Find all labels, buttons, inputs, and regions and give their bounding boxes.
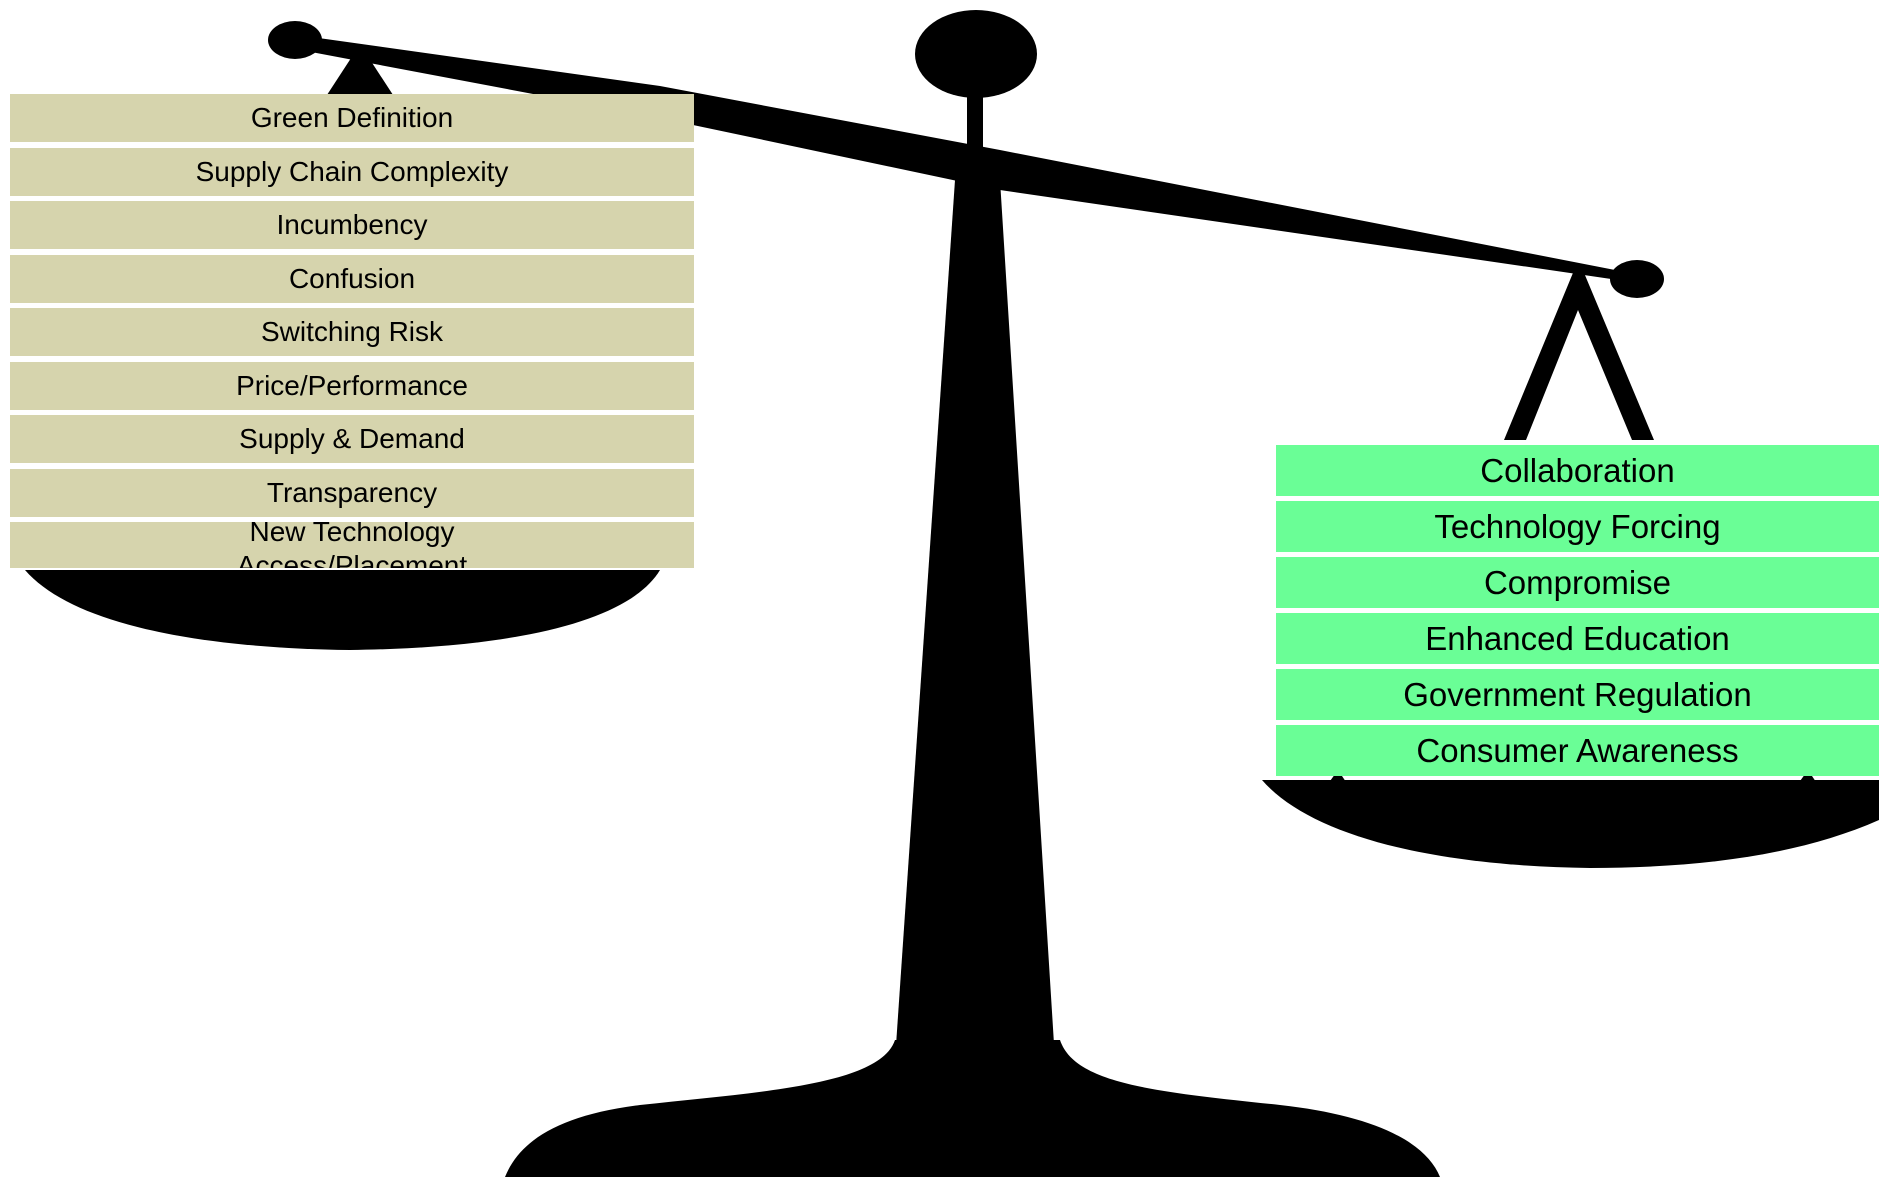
left-pan-item-label: Confusion — [288, 262, 416, 294]
right-pan-hook-right — [1795, 770, 1820, 788]
left-pan-item: Transparency — [10, 468, 694, 517]
right-pan-item: Technology Forcing — [1276, 501, 1879, 552]
left-beam-knob — [268, 21, 322, 59]
left-pan-item: Switching Risk — [10, 308, 694, 356]
left-pan — [25, 570, 660, 650]
left-pan-item: Incumbency — [10, 201, 694, 249]
right-pan-hanger — [1504, 268, 1654, 440]
left-pan-item: New Technology Access/Placement — [10, 522, 694, 568]
right-beam-knob — [1610, 260, 1664, 298]
left-pan-item-label: Price/Performance — [236, 369, 468, 401]
scale-top-knob — [915, 10, 1037, 98]
right-pan-item-label: Consumer Awareness — [1416, 731, 1739, 769]
right-pan-item: Enhanced Education — [1276, 613, 1879, 664]
left-pan-item-label: Transparency — [266, 476, 438, 508]
right-pan-item-label: Enhanced Education — [1425, 619, 1730, 657]
right-pan-item-label: Government Regulation — [1403, 675, 1752, 713]
left-pan-item-label: Supply & Demand — [239, 423, 465, 454]
right-pan-item-label: Collaboration — [1480, 451, 1675, 489]
left-pan-item: Supply Chain Complexity — [10, 147, 694, 196]
right-pan-item-label: Technology Forcing — [1434, 507, 1721, 545]
right-pan-item: Consumer Awareness — [1276, 725, 1879, 776]
left-pan-item-label: Green Definition — [250, 102, 454, 133]
left-pan-item-label: New Technology Access/Placement — [236, 522, 468, 568]
right-pan — [1262, 780, 1879, 868]
left-pan-item-label: Switching Risk — [260, 316, 444, 347]
left-pan-item: Price/Performance — [10, 361, 694, 410]
scale-pillar — [895, 180, 1055, 1060]
right-pan-item: Collaboration — [1276, 445, 1879, 496]
left-pan-item: Supply & Demand — [10, 415, 694, 463]
left-pan-hanger — [325, 52, 395, 98]
right-pan-item-label: Compromise — [1483, 563, 1672, 601]
right-pan-item: Government Regulation — [1276, 669, 1879, 720]
left-pan-item: Green Definition — [10, 94, 694, 142]
left-pan-item-label: Supply Chain Complexity — [195, 155, 509, 187]
left-pan-item-label: Incumbency — [276, 209, 428, 240]
right-pan-hook-left — [1325, 770, 1350, 788]
left-pan-item: Confusion — [10, 254, 694, 303]
scale-base — [505, 1040, 1440, 1177]
right-pan-item: Compromise — [1276, 557, 1879, 608]
